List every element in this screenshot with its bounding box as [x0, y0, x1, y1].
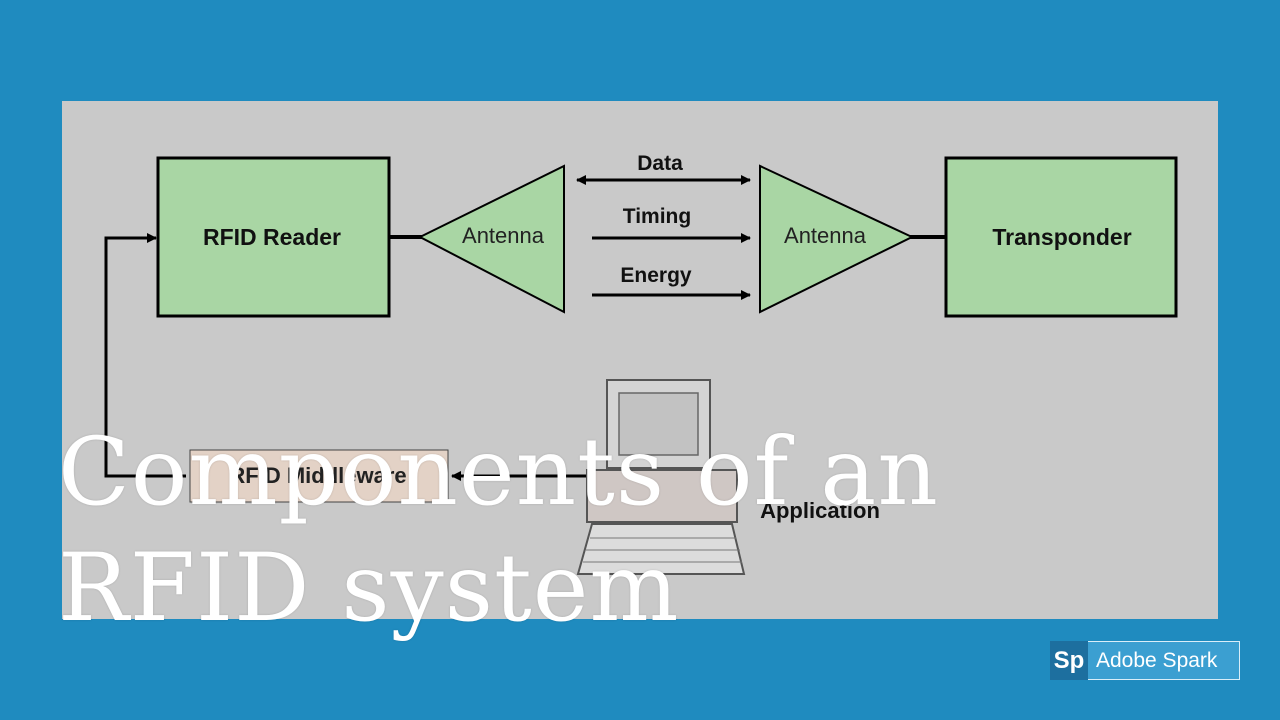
- rfid-reader-label: RFID Reader: [203, 224, 341, 250]
- transponder-label: Transponder: [992, 224, 1131, 250]
- adobe-spark-badge[interactable]: Sp Adobe Spark: [1050, 641, 1240, 680]
- middleware-box: RFID Middleware: [189, 449, 449, 503]
- right-antenna: Antenna: [759, 164, 915, 314]
- slide-title: Components of an RFID system: [58, 415, 1158, 647]
- rfid-reader-box: RFID Reader: [156, 156, 391, 318]
- slide-title-line2: RFID system: [58, 534, 680, 643]
- computer-icon: [576, 379, 746, 575]
- application-label: Application: [760, 498, 880, 523]
- timing-label: Timing: [623, 205, 691, 228]
- slide-title-line1: Components of an: [58, 418, 939, 527]
- middleware-label: RFID Middleware: [229, 463, 406, 488]
- brand-name: Adobe Spark: [1096, 648, 1218, 672]
- signal-arrows: Data Timing Energy: [576, 152, 751, 300]
- energy-label: Energy: [620, 264, 692, 287]
- left-antenna: Antenna: [417, 164, 565, 314]
- right-antenna-label: Antenna: [784, 223, 867, 248]
- spark-logo-icon: Sp: [1050, 641, 1088, 680]
- transponder-box: Transponder: [944, 156, 1178, 318]
- left-antenna-label: Antenna: [462, 223, 545, 248]
- middleware-reader-loop: [104, 233, 186, 478]
- data-label: Data: [637, 152, 683, 175]
